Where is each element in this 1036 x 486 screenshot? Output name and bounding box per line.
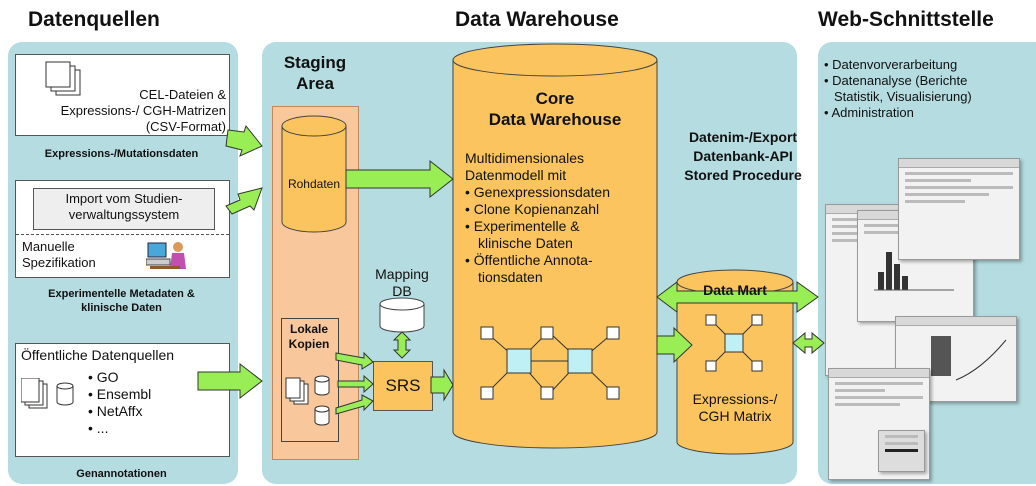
caption-expressions-mutationsdaten: Expressions-/Mutationsdaten xyxy=(44,148,199,160)
srs-box: SRS xyxy=(373,361,433,411)
list-item: • Öffentliche Annota- tionsdaten xyxy=(465,252,593,285)
divider xyxy=(16,234,229,235)
caption-genannotationen: Genannotationen xyxy=(76,468,167,480)
rohdaten-label: Rohdaten xyxy=(287,177,341,191)
mapping-db-label: Mapping DB xyxy=(375,266,429,299)
list-item: • Genexpressionsdaten xyxy=(465,184,610,200)
arrow-local-to-srs-2 xyxy=(337,374,374,394)
rohdaten-cylinder xyxy=(281,115,347,233)
list-item: • Clone Kopienanzahl xyxy=(465,201,600,217)
arrow-core-to-mart xyxy=(656,326,693,364)
mapping-db-icon xyxy=(379,297,425,333)
arrow-rohdaten-to-core xyxy=(345,159,454,199)
staging-area-title: Staging Area xyxy=(283,53,347,93)
core-dw-title: Core Data Warehouse xyxy=(488,89,622,129)
arrow-mart-web-double xyxy=(792,331,825,355)
manual-spec-text: Manuelle Spezifikation xyxy=(22,239,96,270)
arrow-srs-to-core xyxy=(430,368,454,402)
screenshot-thumbnail xyxy=(898,158,1020,260)
cel-files-text: CEL-Dateien & Expressions-/ CGH-Matrizen… xyxy=(60,87,226,134)
list-item: • Administration xyxy=(824,105,914,120)
api-label: Datenim-/Export Datenbank-API Stored Pro… xyxy=(684,129,802,183)
heading-web-schnittstelle: Web-Schnittstelle xyxy=(818,8,994,31)
list-item: • ... xyxy=(88,420,109,436)
arrow-metadata-to-staging xyxy=(225,187,263,215)
web-feature-list: • Datenvorverarbeitung • Datenanalyse (B… xyxy=(824,57,1034,121)
arrow-local-to-srs-1 xyxy=(335,351,374,370)
mapping-srs-arrow xyxy=(392,331,412,359)
list-item: • NetAffx xyxy=(88,403,143,419)
cel-files-box: CEL-Dateien & Expressions-/ CGH-Matrizen… xyxy=(15,54,230,136)
arrow-local-to-srs-3 xyxy=(335,394,374,415)
documents-icon xyxy=(45,61,81,96)
heading-data-warehouse: Data Warehouse xyxy=(455,8,619,31)
heading-datenquellen: Datenquellen xyxy=(28,8,160,31)
arrow-public-to-staging xyxy=(197,362,263,400)
import-study-system-box: Import vom Studien- verwaltungssystem xyxy=(33,188,215,230)
public-docs-db-icon xyxy=(21,378,74,409)
arrow-cel-to-staging xyxy=(225,124,263,157)
arrow-api-double xyxy=(656,281,819,313)
list-item: • Datenvorverarbeitung xyxy=(824,57,958,72)
list-item: • Ensembl xyxy=(88,386,152,402)
mart-star-schema xyxy=(705,314,763,372)
local-copies-db-icon xyxy=(314,375,330,426)
public-sources-list: • GO • Ensembl • NetAffx • ... xyxy=(88,369,151,437)
metadata-box: Import vom Studien- verwaltungssystem Ma… xyxy=(15,180,230,278)
list-item: • Experimentelle & klinische Daten xyxy=(465,218,580,251)
public-sources-title: Öffentliche Datenquellen xyxy=(21,347,175,363)
screenshot-thumbnail xyxy=(878,430,925,472)
core-star-schema xyxy=(480,326,620,400)
local-copies-docs-icon xyxy=(285,377,309,405)
core-dw-list: • Genexpressionsdaten • Clone Kopienanza… xyxy=(465,184,655,286)
caption-metadaten: Experimentelle Metadaten & klinische Dat… xyxy=(48,288,195,314)
public-sources-box: Öffentliche Datenquellen • GO • Ensembl … xyxy=(15,343,230,457)
list-item: • Datenanalyse (Berichte Statistik, Visu… xyxy=(824,73,972,104)
list-item: • GO xyxy=(88,369,119,385)
person-at-computer-icon xyxy=(146,242,186,269)
core-dw-intro: Multidimensionales Datenmodell mit xyxy=(465,150,585,183)
lokale-kopien-label: Lokale Kopien xyxy=(288,322,330,351)
core-dw-cylinder xyxy=(452,43,658,449)
data-mart-label: Expressions-/ CGH Matrix xyxy=(692,391,778,424)
data-mart-title: Data Mart xyxy=(703,282,767,298)
